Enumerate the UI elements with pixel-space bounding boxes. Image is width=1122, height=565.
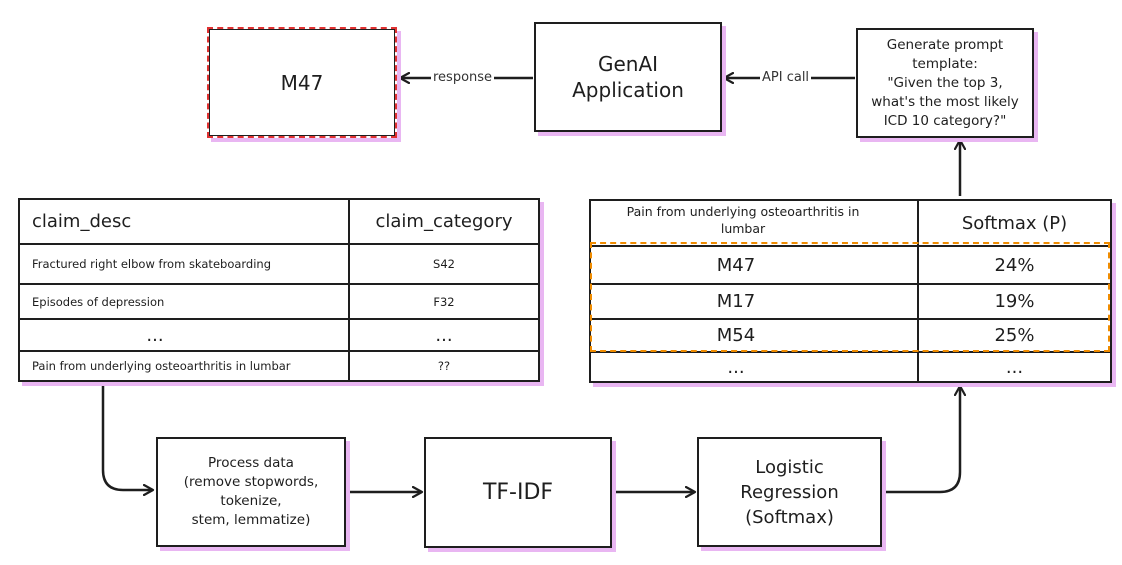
softmax-row-code: M54: [716, 325, 756, 346]
softmax-row-prob: 25%: [994, 325, 1035, 346]
process-line3: tokenize,: [220, 493, 282, 509]
prompt-line2: template:: [912, 55, 978, 72]
softmax-row-prob: 24%: [994, 254, 1035, 276]
prompt-template-box: Generate prompt template: "Given the top…: [856, 28, 1034, 138]
claims-row-desc: Fractured right elbow from skateboarding: [32, 257, 272, 271]
prompt-line5: ICD 10 category?": [883, 112, 1007, 129]
logreg-line1: Logistic: [755, 456, 824, 478]
genai-application-box: GenAI Application: [534, 22, 722, 132]
claims-header-category: claim_category: [375, 211, 513, 232]
softmax-row-code: M47: [716, 254, 756, 276]
prompt-line4: what's the most likely: [871, 93, 1019, 110]
logreg-line2: Regression: [740, 481, 839, 503]
process-line1: Process data: [208, 455, 294, 471]
softmax-row-code: ...: [727, 356, 745, 378]
claims-row-category: F32: [433, 294, 455, 309]
softmax-table: Pain from underlying osteoarthritis in l…: [589, 199, 1112, 383]
claims-row-desc: Episodes of depression: [32, 294, 165, 309]
claims-row-category: ...: [435, 324, 453, 346]
tfidf-box: TF-IDF: [424, 437, 612, 548]
claims-row-category: S42: [433, 257, 455, 271]
claims-row-desc: Pain from underlying osteoarthritis in l…: [32, 359, 291, 373]
softmax-header-desc: Pain from underlying osteoarthritis in l…: [626, 204, 860, 236]
softmax-row-prob: ...: [1005, 356, 1024, 378]
process-line4: stem, lemmatize): [191, 512, 311, 528]
process-data-box: Process data (remove stopwords, tokenize…: [156, 437, 346, 547]
claims-table: claim_desc claim_category Fractured righ…: [18, 198, 540, 382]
process-line2: (remove stopwords,: [183, 474, 319, 490]
prompt-line1: Generate prompt: [886, 36, 1004, 53]
genai-line1: GenAI: [597, 52, 659, 76]
claims-row-desc: ...: [146, 324, 164, 346]
arrow-logreg-to-softmax: [884, 386, 960, 494]
logistic-regression-box: Logistic Regression (Softmax): [697, 437, 882, 547]
api-call-edge-label: API call: [760, 70, 812, 85]
arrow-table-to-process: [101, 383, 153, 490]
softmax-header-value: Softmax (P): [961, 212, 1068, 234]
tfidf-label: TF-IDF: [482, 480, 554, 505]
result-code: M47: [280, 70, 324, 95]
prompt-line3: "Given the top 3,: [887, 74, 1003, 91]
response-edge-label: response: [431, 70, 495, 85]
logreg-line3: (Softmax): [745, 506, 834, 528]
genai-line2: Application: [572, 78, 684, 102]
softmax-row-code: M17: [716, 291, 756, 312]
result-box: M47: [207, 27, 397, 138]
claims-header-desc: claim_desc: [32, 211, 132, 232]
claims-row-category: ??: [437, 359, 451, 373]
softmax-row-prob: 19%: [994, 291, 1035, 312]
